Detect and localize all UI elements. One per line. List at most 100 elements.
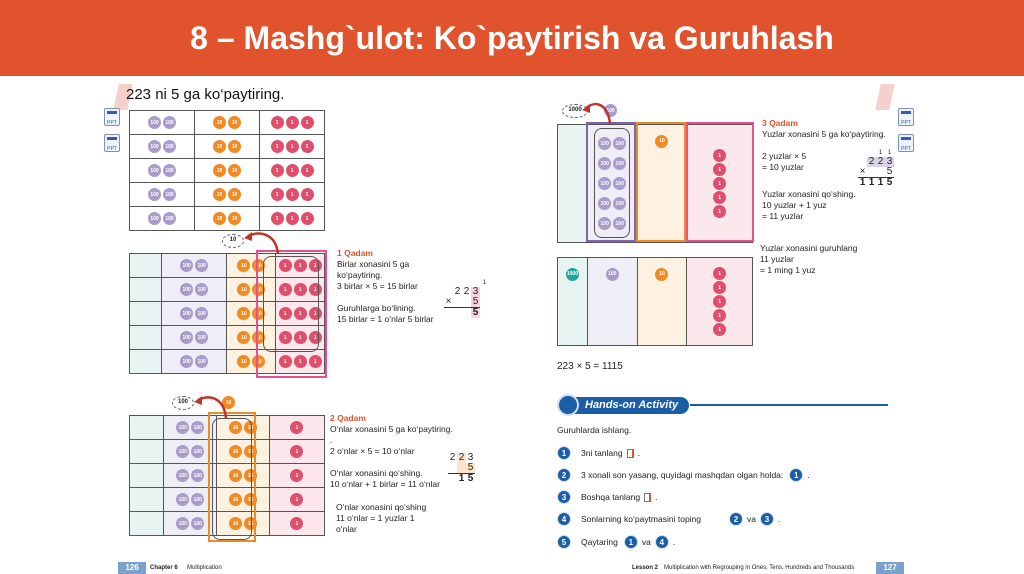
activity-text: . [655, 492, 658, 502]
calc-digit [876, 167, 885, 178]
hundred-disk: 100 [613, 177, 627, 190]
hundred-disk: 100 [598, 137, 612, 150]
ten-disk: 10 [229, 493, 243, 506]
chapter-label: Chapter 6 [150, 565, 178, 571]
activity-text: Sonlarning ko‘paytmasini toping [581, 514, 702, 524]
hundred-disk: 100 [180, 331, 194, 344]
task-text: 223 ni 5 ga ko‘paytiring. [126, 86, 285, 103]
hundred-disk: 100 [176, 445, 190, 458]
hundred-disk: 100 [598, 177, 612, 190]
hundred-disk: 100 [195, 259, 209, 272]
activity-text: . [672, 537, 676, 547]
hundred-disk: 100 [180, 307, 194, 320]
one-disk: 1 [285, 212, 299, 225]
one-disk: 1 [270, 140, 284, 153]
carry-digit [444, 280, 453, 287]
tens-cell: 10 [636, 124, 688, 243]
hundred-disk: 100 [598, 157, 612, 170]
calc-digit: × [859, 166, 866, 177]
step3-line: 2 yuzlar × 5 [762, 151, 807, 161]
step3-text: 3 Qadam Yuzlar xonasini 5 ga ko‘paytirin… [762, 118, 897, 222]
one-disk: 1 [285, 116, 299, 129]
ref-number-icon: 1 [623, 535, 638, 549]
file-icon[interactable]: PPT [104, 134, 120, 152]
ten-disk: 10 [228, 212, 241, 225]
one-disk: 1 [290, 517, 304, 530]
one-disk: 1 [308, 355, 322, 368]
activity-text: . [807, 470, 810, 480]
ten-disk: 10 [237, 307, 251, 320]
one-disk: 1 [285, 164, 299, 177]
hundred-disk: 100 [613, 217, 627, 230]
thousands-cell [129, 253, 162, 278]
one-disk: 1 [713, 295, 727, 308]
calc-digit: 2 [457, 452, 466, 463]
ref-number-icon: 4 [654, 535, 669, 549]
calc-digit: 2 [449, 452, 456, 463]
step3-line: Yuzlar xonasini guruhlang [760, 243, 858, 253]
ten-disk: 10 [229, 469, 243, 482]
file-icon[interactable]: PPT [898, 134, 914, 152]
file-icon[interactable]: PPT [104, 108, 120, 126]
calc-digit [453, 307, 462, 318]
ten-disk: 10 [229, 445, 243, 458]
calc-digit: 1 [457, 473, 466, 484]
hundred-disk: 100 [613, 137, 627, 150]
ten-disk: 10 [244, 493, 258, 506]
hundred-disk: 100 [605, 267, 619, 281]
hands-on-intro: Guruhlarda ishlang. [557, 425, 632, 435]
step2-line: 11 o‘nlar = 1 yuzlar 1 [336, 513, 415, 523]
one-disk: 1 [278, 259, 292, 272]
activity-text: Qaytaring [581, 537, 618, 547]
one-disk: 1 [300, 116, 314, 129]
hands-on-banner: Hands-on Activity [557, 394, 689, 416]
file-icon[interactable]: PPT [898, 108, 914, 126]
ten-disk: 10 [213, 164, 226, 177]
regroup-arrow-icon [244, 232, 280, 255]
calc-digit: 2 [463, 286, 470, 297]
activity-text: 3ni tanlang [581, 448, 623, 458]
card-icon [626, 448, 634, 458]
one-disk: 1 [293, 307, 307, 320]
hundred-disk: 100 [148, 140, 161, 153]
step3-line: 10 yuzlar + 1 yuz [762, 200, 827, 210]
calc-digit: 5 [466, 473, 475, 484]
hundred-disk: 100 [148, 188, 161, 201]
activity-text: 3 xonali son yasang, quyidagi mashqdan o… [581, 470, 784, 480]
ones-cell: 1 [268, 463, 326, 488]
step2-text: 2 Qadam O‘nlar xonasini 5 ga ko‘paytirin… [330, 413, 470, 535]
ten-disk: 10 [252, 283, 266, 296]
calc-digit: 2 [876, 156, 885, 167]
calc-digit [462, 307, 471, 318]
ten-disk: 10 [222, 396, 235, 409]
one-disk: 1 [713, 163, 727, 176]
result-equation: 223 × 5 = 1115 [557, 361, 623, 372]
hundred-disk: 100 [148, 164, 161, 177]
step3-heading: 3 Qadam [762, 118, 798, 128]
step3-line: = 1 ming 1 yuz [760, 265, 816, 275]
thousands-cell [128, 415, 165, 440]
ones-frame [256, 250, 327, 378]
ribbon-decoration [875, 84, 895, 110]
one-disk: 1 [713, 281, 727, 294]
